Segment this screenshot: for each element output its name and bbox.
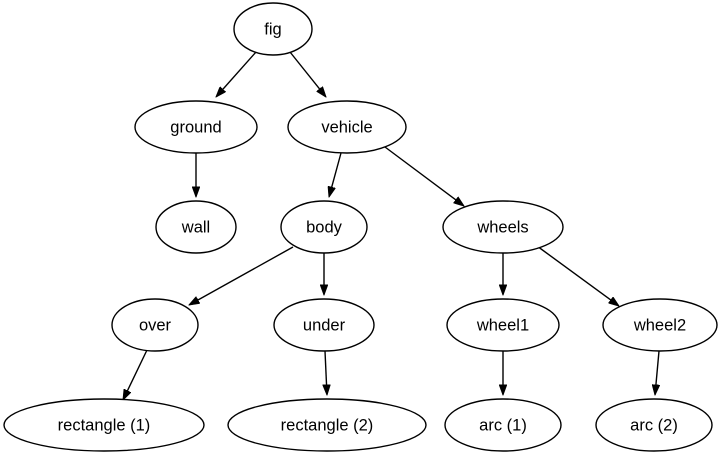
edge-line <box>289 51 326 97</box>
edge-wheel2-to-arc2 <box>655 350 659 395</box>
edge-over-to-rectangle1 <box>123 349 148 400</box>
node-ellipse-body[interactable] <box>280 200 368 254</box>
node-ellipse-wheels[interactable] <box>442 200 564 254</box>
node-ellipse-ground[interactable] <box>134 100 258 154</box>
node-ellipse-wall[interactable] <box>155 200 237 254</box>
node-ellipse-under[interactable] <box>273 298 375 352</box>
edge-vehicle-to-body <box>329 152 342 197</box>
node-ellipse-rectangle1[interactable] <box>3 398 205 452</box>
node-rectangle1[interactable]: rectangle (1) <box>3 398 205 452</box>
node-arc2[interactable]: arc (2) <box>595 398 713 452</box>
edge-line <box>655 350 659 395</box>
node-ellipse-arc2[interactable] <box>595 398 713 452</box>
node-ellipse-fig[interactable] <box>233 2 313 56</box>
edge-line <box>536 245 619 306</box>
edge-fig-to-ground <box>216 51 257 97</box>
edge-fig-to-vehicle <box>289 51 326 97</box>
edge-body-to-over <box>189 246 294 305</box>
node-ellipse-rectangle2[interactable] <box>227 398 427 452</box>
node-ellipse-wheel2[interactable] <box>602 298 718 352</box>
edge-vehicle-to-wheels <box>384 146 464 206</box>
node-wheel2[interactable]: wheel2 <box>602 298 718 352</box>
node-arc1[interactable]: arc (1) <box>444 398 562 452</box>
edge-line <box>325 350 327 395</box>
node-body[interactable]: body <box>280 200 368 254</box>
edge-line <box>123 349 148 400</box>
node-wall[interactable]: wall <box>155 200 237 254</box>
node-rectangle2[interactable]: rectangle (2) <box>227 398 427 452</box>
edge-under-to-rectangle2 <box>325 350 327 395</box>
nodes-layer: fig ground vehicle wall body wheels over under w… <box>3 2 718 452</box>
edge-line <box>189 246 294 305</box>
node-ellipse-over[interactable] <box>111 298 199 352</box>
node-ellipse-wheel1[interactable] <box>446 298 560 352</box>
node-ground[interactable]: ground <box>134 100 258 154</box>
node-wheels[interactable]: wheels <box>442 200 564 254</box>
edge-line <box>329 152 342 197</box>
edge-wheels-to-wheel2 <box>536 245 619 306</box>
node-ellipse-vehicle[interactable] <box>287 100 407 154</box>
node-fig[interactable]: fig <box>233 2 313 56</box>
node-ellipse-arc1[interactable] <box>444 398 562 452</box>
edge-line <box>216 51 257 97</box>
node-vehicle[interactable]: vehicle <box>287 100 407 154</box>
edges-layer <box>123 51 659 400</box>
edge-line <box>384 146 464 206</box>
node-wheel1[interactable]: wheel1 <box>446 298 560 352</box>
node-over[interactable]: over <box>111 298 199 352</box>
node-under[interactable]: under <box>273 298 375 352</box>
